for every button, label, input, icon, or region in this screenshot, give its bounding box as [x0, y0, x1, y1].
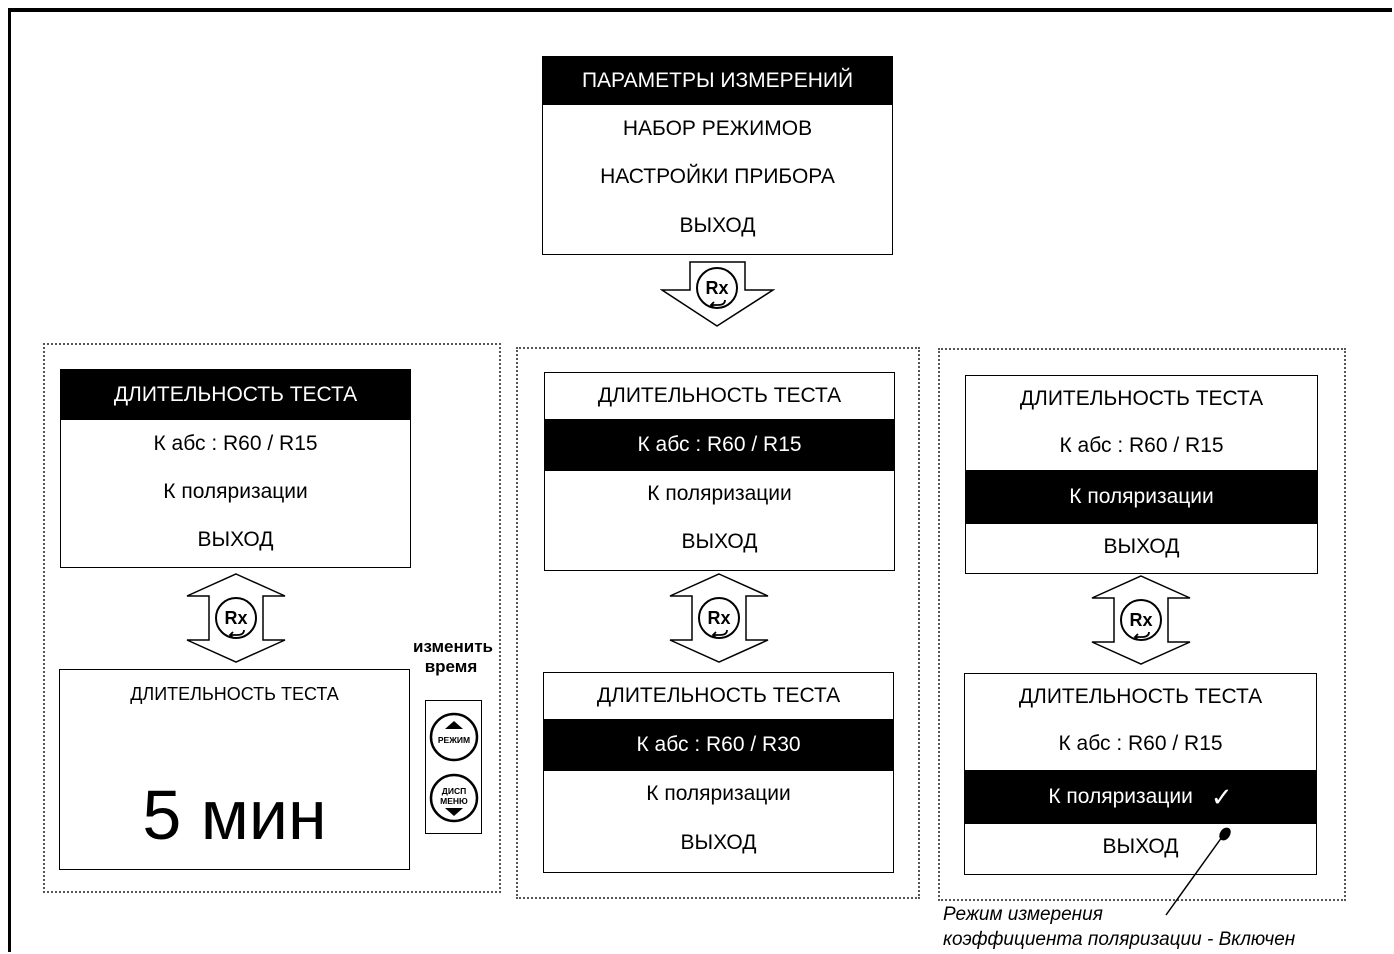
panel2-top-item-kabs[interactable]: К абс : R60 / R15 — [545, 419, 894, 471]
time-value: 5 мин — [142, 776, 327, 854]
panel3-top-title: ДЛИТЕЛЬНОСТЬ ТЕСТА — [1019, 387, 1264, 410]
updown-arrow-icon: Rx — [1091, 575, 1191, 665]
panel-1 — [43, 343, 501, 893]
panel3-top-item-exit[interactable]: ВЫХОД — [1103, 535, 1180, 558]
panel2-bottom-item-exit[interactable]: ВЫХОД — [680, 831, 757, 854]
kpol-label: К поляризации — [1048, 785, 1193, 808]
menu-label: МЕНЮ — [440, 796, 468, 806]
panel1-menu-item-exit[interactable]: ВЫХОД — [197, 528, 274, 551]
panel-2 — [516, 347, 920, 899]
panel1-menu-title[interactable]: ДЛИТЕЛЬНОСТЬ ТЕСТА — [61, 370, 410, 420]
panel2-bottom-item-kpol[interactable]: К поляризации — [646, 782, 791, 805]
panel2-menu-top: ДЛИТЕЛЬНОСТЬ ТЕСТА К абс : R60 / R15 К п… — [544, 372, 895, 571]
updown-arrow-icon: Rx — [669, 573, 769, 663]
mode-button-label: РЕЖИМ — [438, 735, 470, 745]
panel3-top-item-kabs[interactable]: К абс : R60 / R15 — [1059, 434, 1224, 457]
panel2-top-title: ДЛИТЕЛЬНОСТЬ ТЕСТА — [597, 384, 842, 407]
rx-label: Rx — [1129, 610, 1152, 630]
annotation-line2: коэффициента поляризации - Включен — [943, 929, 1296, 950]
panel-3 — [938, 348, 1346, 901]
outer-frame — [8, 8, 1392, 952]
panel2-top-item-kpol[interactable]: К поляризации — [647, 482, 792, 505]
down-arrow-icon: Rx — [660, 261, 775, 327]
panel2-menu-bottom: ДЛИТЕЛЬНОСТЬ ТЕСТА К абс : R60 / R30 К п… — [543, 672, 894, 873]
panel3-bottom-item-kabs[interactable]: К абс : R60 / R15 — [1058, 732, 1223, 755]
top-menu: ПАРАМЕТРЫ ИЗМЕРЕНИЙ НАБОР РЕЖИМОВ НАСТРО… — [542, 56, 893, 255]
mode-up-button[interactable]: РЕЖИМ — [429, 712, 479, 762]
top-menu-item-exit[interactable]: ВЫХОД — [679, 214, 756, 237]
annotation-line1: Режим измерения — [943, 904, 1103, 925]
panel2-bottom-title: ДЛИТЕЛЬНОСТЬ ТЕСТА — [596, 684, 841, 707]
panel1-menu-item-kpol[interactable]: К поляризации — [163, 480, 308, 503]
checkmark-icon: ✓ — [1210, 781, 1233, 812]
panel2-bottom-item-kabs[interactable]: К абс : R60 / R30 — [544, 719, 893, 771]
panel3-menu-bottom: ДЛИТЕЛЬНОСТЬ ТЕСТА К абс : R60 / R15 К п… — [964, 673, 1317, 875]
panel3-bottom-item-kpol[interactable]: К поляризации ✓ — [965, 770, 1316, 824]
panel1-menu: ДЛИТЕЛЬНОСТЬ ТЕСТА К абс : R60 / R15 К п… — [60, 369, 411, 568]
change-time-text: изменить время — [413, 637, 494, 676]
top-menu-item-settings[interactable]: НАСТРОЙКИ ПРИБОРА — [600, 165, 835, 188]
panel3-bottom-title: ДЛИТЕЛЬНОСТЬ ТЕСТА — [1018, 685, 1263, 708]
triangle-down-icon — [445, 808, 463, 816]
panel3-top-item-kpol[interactable]: К поляризации — [966, 470, 1317, 524]
triangle-up-icon — [445, 721, 463, 729]
disp-label: ДИСП — [442, 786, 466, 796]
time-screen-title: ДЛИТЕЛЬНОСТЬ ТЕСТА — [130, 683, 339, 704]
panel1-menu-item-kabs[interactable]: К абс : R60 / R15 — [153, 432, 318, 455]
panel2-top-item-exit[interactable]: ВЫХОД — [681, 530, 758, 553]
panel3-menu-top: ДЛИТЕЛЬНОСТЬ ТЕСТА К абс : R60 / R15 К п… — [965, 375, 1318, 574]
top-menu-item-modes[interactable]: НАБОР РЕЖИМОВ — [622, 117, 813, 140]
annotation-text: Режим измерения коэффициента поляризации… — [943, 902, 1383, 952]
rx-label: Rx — [224, 608, 247, 628]
panel3-bottom-item-exit[interactable]: ВЫХОД — [1102, 835, 1179, 858]
updown-arrow-icon: Rx — [186, 573, 286, 663]
rx-label: Rx — [705, 278, 728, 298]
disp-menu-down-button[interactable]: ДИСП МЕНЮ — [429, 773, 479, 823]
change-time-label: изменить время — [413, 637, 493, 677]
top-menu-title[interactable]: ПАРАМЕТРЫ ИЗМЕРЕНИЙ — [543, 57, 892, 105]
panel1-time-screen: ДЛИТЕЛЬНОСТЬ ТЕСТА 5 мин — [59, 669, 410, 870]
rx-label: Rx — [707, 608, 730, 628]
annotation-pointer — [1165, 827, 1231, 916]
